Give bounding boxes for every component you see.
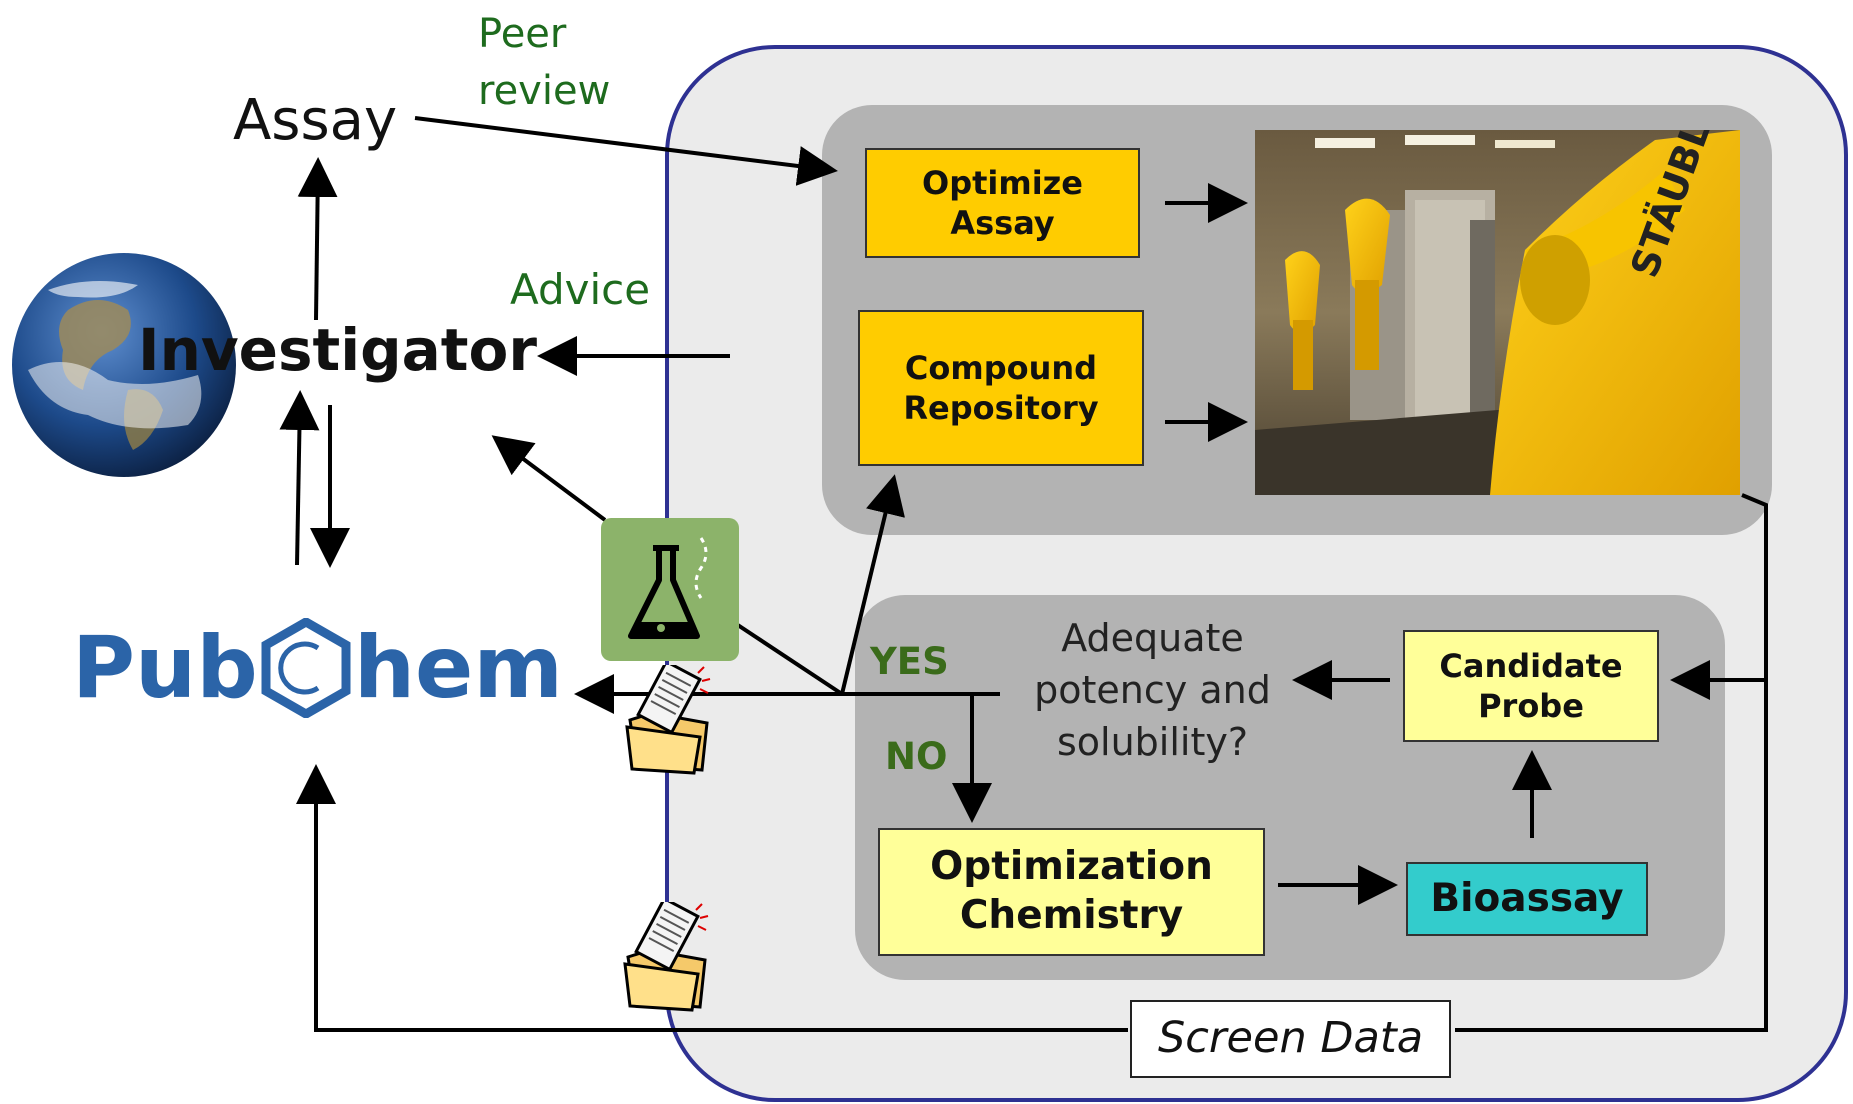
pubchem-logo: Pub hem — [72, 618, 563, 718]
optimize-assay-line2: Assay — [950, 204, 1055, 242]
optimization-chemistry-line2: Chemistry — [959, 893, 1184, 938]
compound-repository-line2: Repository — [903, 389, 1099, 427]
globe-icon — [8, 250, 241, 480]
optimization-chemistry-line1: Optimization — [930, 844, 1213, 890]
bioassay-label: Bioassay — [1430, 875, 1624, 921]
peer-review-label: Peer review — [478, 6, 610, 120]
question-line2: potency and — [1034, 668, 1271, 712]
candidate-probe-line1: Candidate — [1439, 647, 1623, 685]
folder-document-icon — [622, 659, 717, 775]
question-line3: solubility? — [1056, 720, 1249, 764]
compound-repository-box: Compound Repository — [858, 310, 1144, 466]
yes-label: YES — [870, 640, 949, 683]
peer-review-line2: review — [478, 68, 611, 114]
pubchem-logo-right: hem — [353, 618, 563, 718]
screen-data-box: Screen Data — [1130, 1000, 1451, 1078]
optimize-assay-line1: Optimize — [921, 164, 1083, 202]
optimize-assay-box: Optimize Assay — [865, 148, 1140, 258]
optimization-chemistry-box: Optimization Chemistry — [878, 828, 1265, 956]
robot-lab-photo: STÄUBLI — [1255, 130, 1740, 495]
question-line1: Adequate — [1061, 616, 1244, 660]
candidate-probe-line2: Probe — [1478, 687, 1584, 725]
assay-label: Assay — [233, 88, 398, 153]
no-label: NO — [885, 735, 948, 778]
adequacy-question: Adequate potency and solubility? — [1030, 612, 1275, 768]
advice-label: Advice — [510, 265, 651, 314]
investigator-label: Investigator — [138, 316, 537, 384]
candidate-probe-box: Candidate Probe — [1403, 630, 1659, 742]
pubchem-logo-left: Pub — [72, 618, 258, 718]
screen-data-label: Screen Data — [1157, 1013, 1424, 1064]
compound-repository-line1: Compound — [904, 349, 1098, 387]
flask-icon — [601, 518, 739, 661]
folder-document-icon — [620, 896, 715, 1012]
bioassay-box: Bioassay — [1406, 862, 1648, 936]
benzene-ring-icon — [261, 618, 351, 718]
peer-review-line1: Peer — [478, 11, 567, 57]
